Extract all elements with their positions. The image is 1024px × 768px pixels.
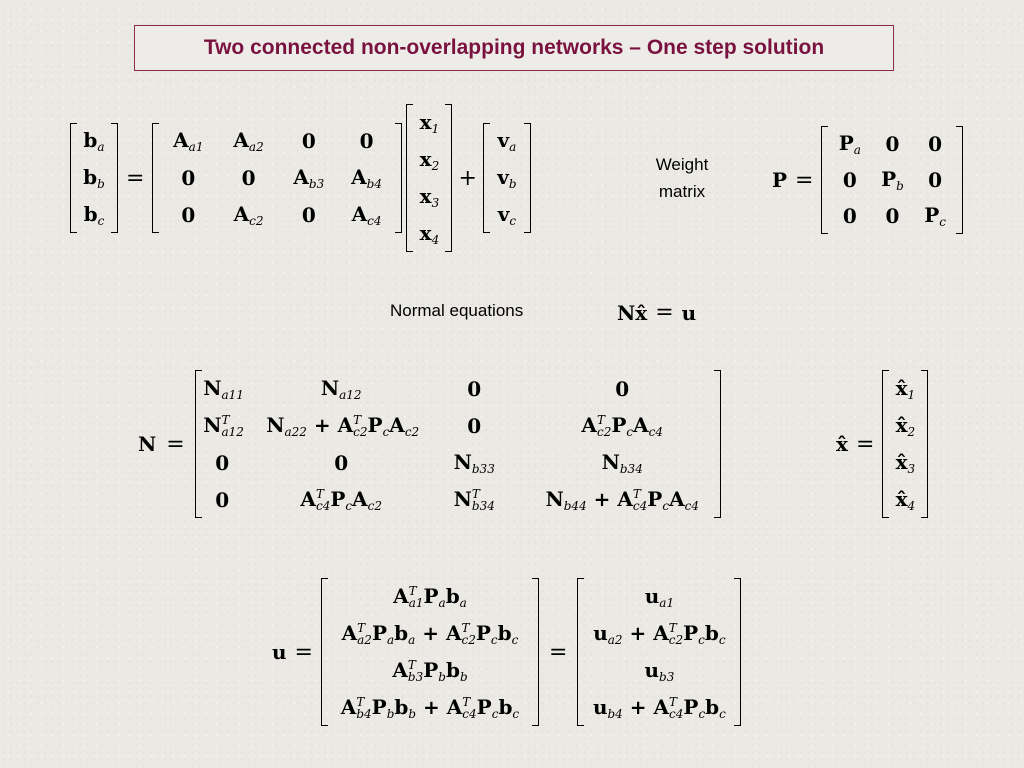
symbol: 0: [215, 487, 230, 512]
weight-label-line2: matrix: [658, 182, 706, 201]
symbol: Na22 + ATc2PcAc2: [266, 412, 420, 439]
symbol: ATc2PcAc4: [581, 412, 663, 439]
symbol: Nb33: [453, 449, 495, 476]
matrix-A: Aa1 Aa2 0 0 0 0 Ab3 Ab4 0 Ac2 0 Ac4: [152, 123, 403, 233]
symbol: 0: [301, 202, 316, 227]
symbol: ATa1Paba: [393, 583, 467, 610]
symbol: 0: [928, 132, 943, 156]
plus-sign: +: [458, 165, 477, 191]
symbol: bc: [83, 201, 105, 228]
symbol: x̂3: [895, 449, 916, 476]
symbol: x̂4: [895, 486, 916, 513]
symbol: 0: [215, 450, 230, 475]
symbol: 0: [467, 376, 482, 401]
symbol: Nb34: [601, 449, 643, 476]
symbol: x̂1: [895, 375, 916, 402]
symbol: u: [681, 300, 697, 325]
symbol: 0: [885, 204, 900, 228]
symbol: ub4 + ATc4Pcbc: [592, 694, 726, 721]
symbol: x3: [419, 183, 440, 210]
symbol: Na11: [203, 375, 244, 402]
symbol: ba: [83, 128, 105, 155]
symbol: 0: [181, 202, 196, 227]
equals-sign: =: [294, 639, 313, 665]
matrix-b: ba bb bc: [70, 123, 118, 233]
normal-equations-label: Normal equations: [390, 301, 524, 320]
symbol: 0: [615, 376, 630, 401]
symbol: x1: [419, 109, 440, 136]
weight-matrix-label: Weight matrix: [636, 151, 728, 205]
symbol: P: [772, 168, 788, 192]
vector-v: va vb vc: [482, 123, 531, 233]
vector-xhat: x̂1 x̂2 x̂3 x̂4: [882, 370, 929, 518]
symbol: NTa12: [203, 412, 244, 439]
symbol: Na12: [320, 375, 362, 402]
symbol: ATc4PcAc2: [300, 486, 382, 513]
vector-u-blocks: ua1 ua2 + ATc2Pcbc ub3 ub4 + ATc4Pcbc: [577, 578, 742, 726]
symbol: Pa: [838, 131, 861, 157]
symbol: ua1: [644, 583, 675, 610]
symbol: x4: [419, 220, 440, 247]
equals-sign: =: [795, 167, 814, 193]
symbol: ub3: [644, 657, 675, 684]
symbol: bb: [83, 164, 105, 191]
equals-sign: =: [548, 639, 568, 665]
symbol: ATa2Paba + ATc2Pcbc: [341, 620, 519, 647]
equals-sign: =: [655, 300, 674, 325]
symbol: Ac2: [233, 201, 264, 228]
symbol: 0: [181, 165, 196, 190]
normal-equation: Nx̂ = u: [617, 300, 696, 325]
symbol: Pb: [881, 167, 904, 193]
symbol: Pc: [924, 203, 947, 229]
equals-sign: =: [126, 165, 145, 191]
symbol: 0: [467, 413, 482, 438]
symbol: ATb3Pbbb: [392, 657, 468, 684]
symbol: Nx̂: [617, 300, 648, 325]
symbol: N: [138, 432, 157, 456]
xhat-vector-equation: x̂ = x̂1 x̂2 x̂3 x̂4: [836, 370, 929, 518]
symbol: vc: [497, 201, 517, 228]
weight-label-line1: Weight: [655, 155, 709, 174]
vector-x: x1 x2 x3 x4: [406, 104, 453, 252]
symbol: 0: [885, 132, 900, 156]
symbol: ATb4Pbbb + ATc4Pcbc: [340, 694, 520, 721]
symbol: Aa1: [173, 128, 204, 155]
symbol: Ab3: [293, 164, 325, 191]
symbol: NTb34: [453, 486, 495, 513]
symbol: Ac4: [351, 201, 382, 228]
symbol: Ab4: [351, 164, 382, 191]
equals-sign: =: [855, 431, 875, 457]
symbol: Nb44 + ATc4PcAc4: [545, 486, 699, 513]
equals-sign: =: [166, 431, 185, 457]
symbol: 0: [842, 204, 857, 228]
symbol: ua2 + ATc2Pcbc: [593, 620, 726, 647]
observation-equation: ba bb bc = Aa1 Aa2 0 0 0 0 Ab3 Ab4 0 Ac2…: [70, 104, 531, 252]
symbol: vb: [497, 164, 517, 191]
u-vector-equation: u = ATa1Paba ATa2Paba + ATc2Pcbc ATb3Pbb…: [272, 578, 742, 726]
symbol: 0: [241, 165, 256, 190]
symbol: 0: [301, 129, 316, 154]
N-matrix-equation: N = Na11 Na12 0 0 NTa12 Na22 + ATc2PcAc2…: [138, 370, 721, 518]
vector-u-expanded: ATa1Paba ATa2Paba + ATc2Pcbc ATb3Pbbb AT…: [320, 578, 539, 726]
symbol: va: [497, 128, 517, 155]
symbol: 0: [842, 168, 857, 192]
symbol: x2: [419, 146, 440, 173]
symbol: x̂: [836, 432, 848, 456]
symbol: Aa2: [233, 128, 264, 155]
symbol: x̂2: [895, 412, 916, 439]
slide-title: Two connected non-overlapping networks –…: [203, 36, 825, 59]
matrix-N: Na11 Na12 0 0 NTa12 Na22 + ATc2PcAc2 0 A…: [194, 370, 721, 518]
symbol: 0: [359, 129, 374, 154]
symbol: u: [272, 640, 287, 664]
symbol: 0: [928, 168, 943, 192]
slide-title-box: Two connected non-overlapping networks –…: [134, 25, 894, 71]
symbol: 0: [334, 450, 349, 475]
